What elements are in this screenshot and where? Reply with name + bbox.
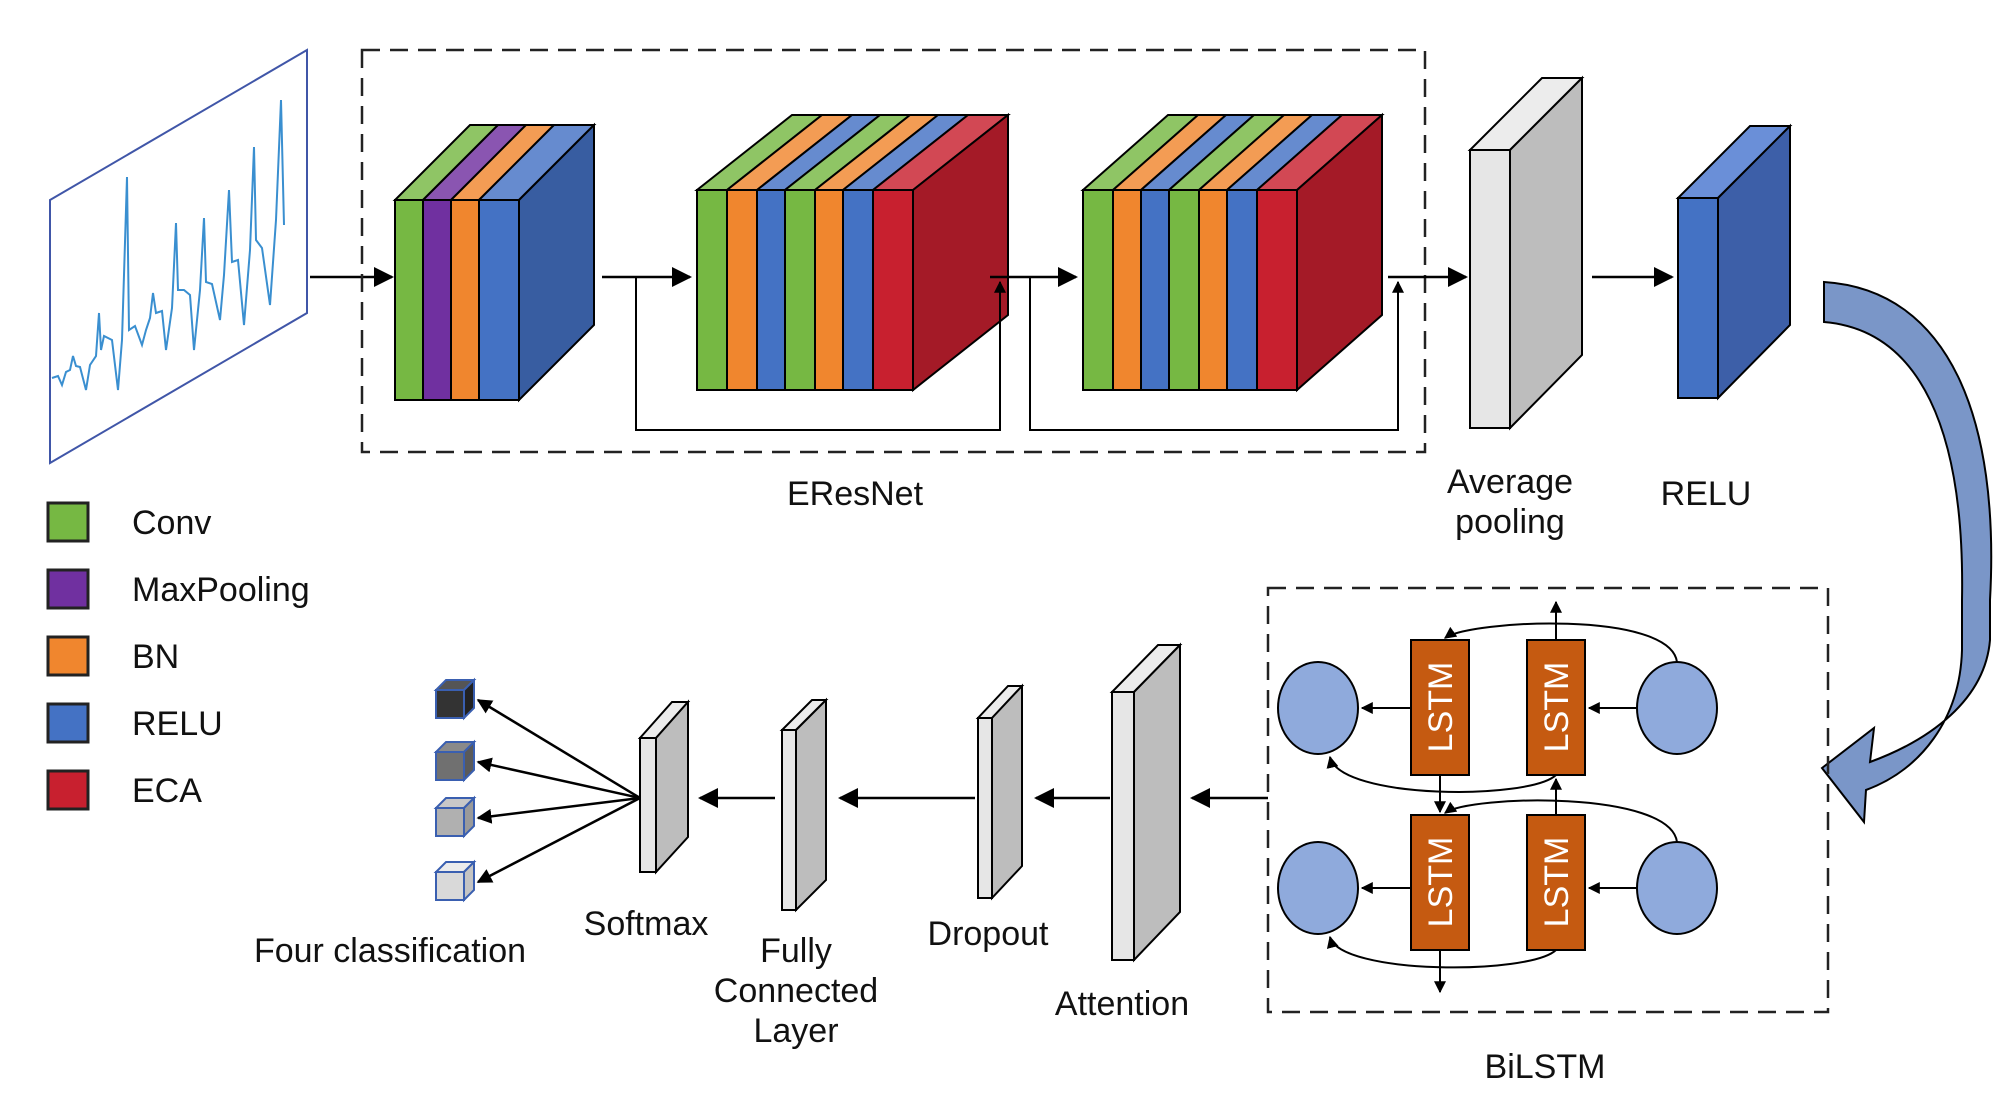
average-pooling-label-line2: pooling [1455,503,1565,541]
lstm-cell-top-right: LSTM [1526,639,1586,776]
layer-stripe-bn [450,199,480,401]
bilstm-output-node-top [1277,661,1359,755]
average-pooling-label-line1: Average [1447,463,1573,501]
layer-stripe-conv [1168,189,1200,391]
eresnet-block-1 [392,122,597,403]
dropout-layer [975,683,1025,901]
legend-item-maxpooling: MaxPooling [46,568,310,610]
ecg-input-panel [49,48,308,465]
bilstm-network: LSTM LSTM LSTM LSTM [1277,600,1718,994]
legend-label: Conv [132,504,211,542]
four-classification-label: Four classification [254,932,526,970]
legend-swatch [46,568,90,610]
layer-stripe-relu [842,189,874,391]
ecg-signal [51,99,285,391]
output-class-cube [433,677,477,721]
layer-stripe-relu [478,199,520,401]
skip-connection-1 [635,277,1006,431]
attention-label: Attention [1055,985,1189,1023]
layer-stripe-relu [1226,189,1258,391]
legend-swatch [46,501,90,543]
softmax-layer [637,699,691,875]
legend-label: BN [132,638,179,676]
layer-stripe-eca [1256,189,1298,391]
lstm-cell-top-left: LSTM [1410,639,1470,776]
layer-stripe-conv [696,189,728,391]
legend-item-conv: Conv [46,501,211,543]
legend-swatch [46,769,90,811]
arrow-softmax-to-class [476,698,641,800]
legend-label: RELU [132,705,223,743]
legend-swatch [46,635,90,677]
lstm-cell-label: LSTM [1422,837,1460,928]
legend-item-relu: RELU [46,702,223,744]
legend-item-bn: BN [46,635,179,677]
layer-stripe-conv [1082,189,1114,391]
lstm-cell-bottom-right: LSTM [1526,814,1586,951]
eresnet-frame [360,48,1427,454]
arrow-softmax-to-class [476,796,641,824]
output-classes [433,677,641,903]
relu-label: RELU [1661,475,1752,513]
layer-side-face [1296,112,1383,393]
legend-label: MaxPooling [132,571,310,609]
fc-label-line2: Connected [714,972,878,1010]
bilstm-connections [1326,600,1678,994]
lstm-cell-label: LSTM [1422,662,1460,753]
arrow-softmax-to-class [476,796,641,884]
layer-stripe-bn [814,189,844,391]
softmax-label: Softmax [584,905,709,943]
layer-stripe-conv [784,189,816,391]
eresnet-label: EResNet [787,475,924,513]
layer-stripe-conv [394,199,424,401]
layer-stripe-relu [1140,189,1170,391]
layer-stripe-eca [872,189,914,391]
skip-connection-2 [1029,277,1404,431]
eresnet-block-3 [1080,112,1385,393]
attention-layer [1109,642,1183,963]
fc-label-line1: Fully [760,932,832,970]
arrow-softmax-to-class [476,757,641,800]
legend-swatch [46,702,90,744]
layer-stripe-maxpooling [422,199,452,401]
average-pooling-layer [1467,75,1585,431]
bilstm-input-node-bottom [1636,841,1718,935]
bilstm-input-node-top [1636,661,1718,755]
bilstm-output-node-bottom [1277,841,1359,935]
layer-stripe-bn [726,189,758,391]
layer-side-face [912,112,1009,393]
lstm-cell-label: LSTM [1538,837,1576,928]
ecg-frame [49,48,308,465]
bilstm-label: BiLSTM [1485,1048,1606,1086]
lstm-cell-bottom-left: LSTM [1410,814,1470,951]
lstm-cell-label: LSTM [1538,662,1576,753]
bilstm-frame [1266,586,1830,1014]
legend-label: ECA [132,772,202,810]
layer-side-face [518,122,595,403]
layer-stripe-bn [1198,189,1228,391]
eresnet-block-2 [694,112,1011,393]
layer-stripe-relu [756,189,786,391]
flow-arrow-to-bilstm [1820,280,1993,825]
fc-label-line3: Layer [753,1012,838,1050]
dropout-label: Dropout [928,915,1050,953]
fully-connected-layer [779,697,829,913]
layer-stripe-bn [1112,189,1142,391]
relu-layer [1675,123,1793,401]
legend-item-eca: ECA [46,769,202,811]
output-class-cube [433,795,477,839]
output-class-cube [433,739,477,783]
output-class-cube [433,859,477,903]
